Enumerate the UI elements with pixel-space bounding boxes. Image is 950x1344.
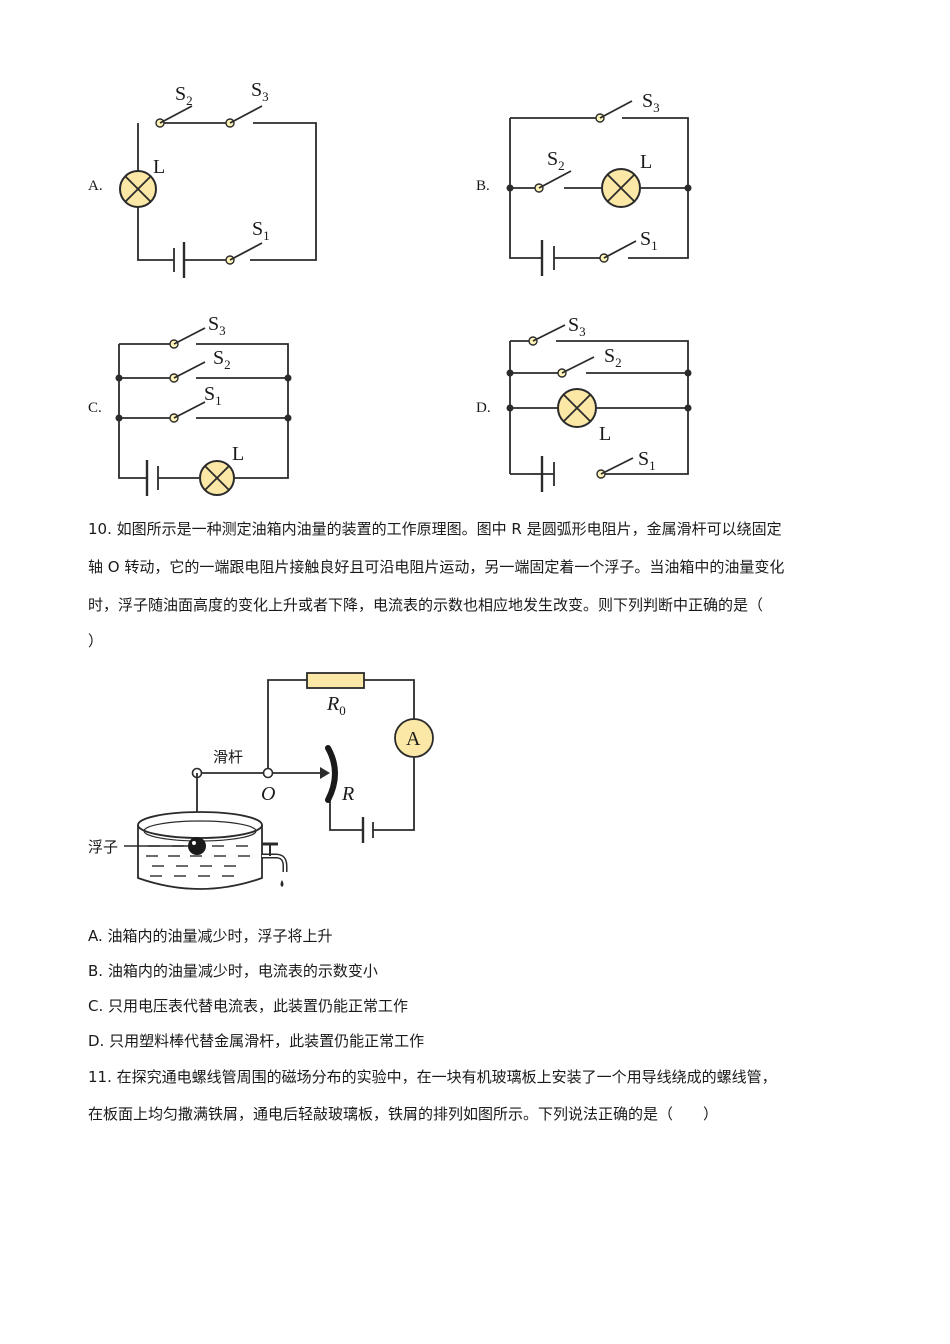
q10-stem-line-3: 时，浮子随油面高度的变化上升或者下降，电流表的示数也相应地发生改变。则下列判断中… bbox=[88, 596, 764, 614]
s2-label: S2 bbox=[175, 83, 193, 108]
resistor-label: R bbox=[341, 783, 354, 805]
q10-option-b[interactable]: B. 油箱内的油量减少时，电流表的示数变小 bbox=[88, 962, 378, 980]
option-letter: C. bbox=[88, 400, 102, 416]
s1-label: S1 bbox=[204, 383, 222, 408]
option-letter: A. bbox=[88, 178, 103, 194]
svg-text:A: A bbox=[406, 728, 421, 750]
lamp-label: L bbox=[232, 443, 244, 465]
s1-label: S1 bbox=[638, 448, 656, 473]
option-letter: B. bbox=[476, 178, 490, 194]
ammeter-icon: A bbox=[394, 718, 434, 758]
s3-label: S3 bbox=[251, 79, 269, 104]
q10-stem-line-4: ） bbox=[88, 632, 104, 650]
s3-label: S3 bbox=[568, 314, 586, 339]
float-label: 浮子 bbox=[88, 838, 118, 856]
q10-option-d[interactable]: D. 只用塑料棒代替金属滑杆，此装置仍能正常工作 bbox=[88, 1032, 425, 1050]
circuit-option-a: A. L S2 S3 S1 bbox=[88, 79, 317, 278]
s3-label: S3 bbox=[642, 90, 660, 115]
circuit-option-b: B. L S2 S3 S1 bbox=[476, 90, 692, 276]
pivot-label: O bbox=[261, 783, 275, 805]
resistor-r0 bbox=[306, 672, 365, 689]
q11-stem-line-2: 在板面上均匀撒满铁屑，通电后轻敲玻璃板，铁屑的排列如图所示。下列说法正确的是（ … bbox=[88, 1105, 719, 1123]
lamp-label: L bbox=[640, 151, 652, 173]
q10-stem-line-2: 轴 O 转动，它的一端跟电阻片接触良好且可沿电阻片运动，另一端固定着一个浮子。当… bbox=[88, 558, 785, 576]
lamp-icon bbox=[557, 388, 597, 428]
s3-label: S3 bbox=[208, 313, 226, 338]
circuit-option-c: C. L S3 S2 S1 bbox=[88, 313, 292, 496]
lamp-label: L bbox=[599, 423, 611, 445]
q10-option-c[interactable]: C. 只用电压表代替电流表，此装置仍能正常工作 bbox=[88, 997, 409, 1015]
s2-label: S2 bbox=[547, 148, 565, 173]
lamp-icon bbox=[119, 170, 157, 208]
option-letter: D. bbox=[476, 400, 491, 416]
q10-stem-line-1: 10. 如图所示是一种测定油箱内油量的装置的工作原理图。图中 R 是圆弧形电阻片… bbox=[88, 520, 782, 538]
s2-label: S2 bbox=[604, 345, 622, 370]
lamp-icon bbox=[199, 460, 235, 496]
s1-label: S1 bbox=[252, 218, 270, 243]
s1-label: S1 bbox=[640, 228, 658, 253]
oil-gauge-diagram: R0 A 滑杆 O R 浮子 bbox=[88, 672, 434, 890]
circuit-option-d: D. L S3 S2 S1 bbox=[476, 314, 692, 492]
rod-label: 滑杆 bbox=[213, 748, 243, 766]
faucet-icon bbox=[262, 842, 288, 887]
oil-tank bbox=[137, 811, 263, 890]
lamp-icon bbox=[601, 168, 641, 208]
float-ball bbox=[188, 837, 206, 855]
lamp-label: L bbox=[153, 156, 165, 178]
pivot-o bbox=[262, 767, 274, 779]
r0-label: R0 bbox=[326, 693, 346, 718]
q11-stem-line-1: 11. 在探究通电螺线管周围的磁场分布的实验中，在一块有机玻璃板上安装了一个用导… bbox=[88, 1068, 777, 1086]
s2-label: S2 bbox=[213, 347, 231, 372]
q10-option-a[interactable]: A. 油箱内的油量减少时，浮子将上升 bbox=[88, 927, 333, 945]
arc-resistor-r bbox=[325, 745, 338, 803]
